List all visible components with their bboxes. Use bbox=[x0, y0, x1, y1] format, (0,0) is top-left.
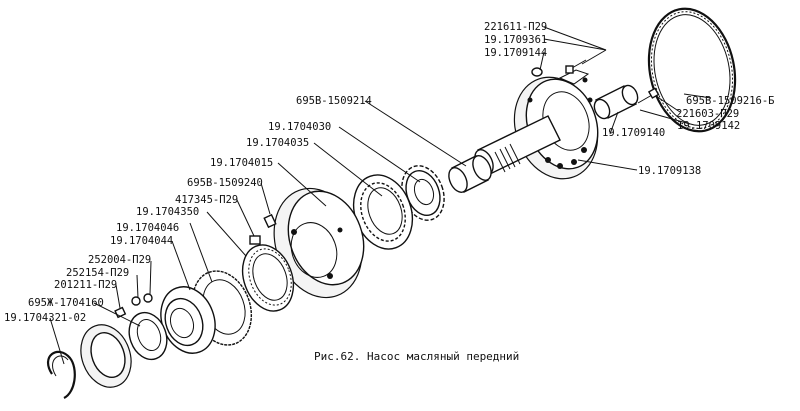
label-201211: 201211-П29 bbox=[54, 279, 117, 291]
label-19.1709140: 19.1709140 bbox=[602, 127, 665, 139]
washer-19.1709144 bbox=[531, 67, 543, 77]
label-221611: 221611-П29 bbox=[484, 21, 547, 33]
label-19.1704046: 19.1704046 bbox=[116, 222, 179, 234]
pump-body-19.1704015 bbox=[273, 187, 365, 299]
label-19.1709144: 19.1709144 bbox=[484, 47, 547, 59]
label-19.1709142: 19.1709142 bbox=[677, 120, 740, 132]
ring-19.1704321 bbox=[80, 324, 132, 388]
label-19.1704321: 19.1704321-02 bbox=[4, 312, 86, 324]
label-19.1704015: 19.1704015 bbox=[210, 157, 273, 169]
ball-417345 bbox=[249, 235, 261, 245]
pin-695b-1509240 bbox=[263, 213, 277, 229]
label-19.1709138: 19.1709138 bbox=[638, 165, 701, 177]
label-221603: 221603-П29 bbox=[676, 108, 739, 120]
part-labels: 221611-П29 19.1709361 19.1709144 695В-15… bbox=[4, 21, 775, 324]
seal-695zh-1704160 bbox=[128, 311, 168, 361]
label-695b-1509214: 695В-1509214 bbox=[296, 95, 372, 107]
label-695zh-1704160: 695Ж-1704160 bbox=[28, 297, 104, 309]
label-252004: 252004-П29 bbox=[88, 254, 151, 266]
seal-housing-19.1704044 bbox=[160, 286, 216, 354]
label-19.1704030: 19.1704030 bbox=[268, 121, 331, 133]
label-19.1704350: 19.1704350 bbox=[136, 206, 199, 218]
label-252154: 252154-П29 bbox=[66, 267, 129, 279]
ring-gear-19.1704035 bbox=[352, 174, 414, 250]
figure-caption: Рис.62. Насос масляный передний bbox=[314, 350, 519, 363]
gasket-ring bbox=[647, 7, 737, 133]
washer-252004 bbox=[143, 293, 153, 303]
label-19.1704044: 19.1704044 bbox=[110, 235, 173, 247]
bushing-695b-1509214 bbox=[448, 155, 492, 193]
screw-221603 bbox=[637, 87, 660, 104]
label-695b-1509240: 695В-1509240 bbox=[187, 177, 263, 189]
label-695b-1509216: 695В-1509216-Б bbox=[686, 95, 775, 107]
gear-19.1704030 bbox=[401, 165, 445, 221]
leader-lines bbox=[49, 26, 712, 365]
bearing-19.1704350 bbox=[241, 244, 295, 312]
label-19.1709361: 19.1709361 bbox=[484, 34, 547, 46]
screw-19.1709361 bbox=[565, 59, 587, 74]
label-417345: 417345-П29 bbox=[175, 194, 238, 206]
snap-ring bbox=[46, 350, 76, 399]
sleeve-19.1709140 bbox=[593, 84, 639, 120]
label-19.1704035: 19.1704035 bbox=[246, 137, 309, 149]
pump-cover-housing bbox=[513, 69, 599, 180]
washer-252154 bbox=[131, 296, 141, 306]
